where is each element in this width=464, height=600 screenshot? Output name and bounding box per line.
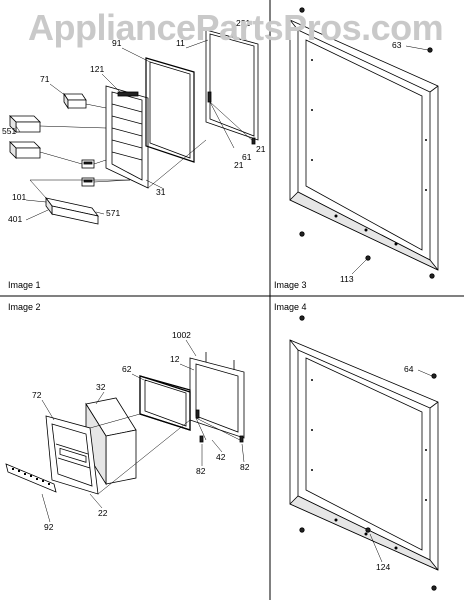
- watermark: AppliancePartsPros.com: [28, 7, 443, 48]
- callout-leaders-2: [41, 339, 245, 523]
- frame-assembly-3: [289, 19, 439, 271]
- callout-label: 92: [44, 522, 54, 532]
- callout-label: 21: [256, 144, 266, 154]
- bin-71: [63, 92, 87, 110]
- door-panel-11: [205, 29, 259, 141]
- callout-label: 31: [156, 187, 166, 197]
- callout-label: 91: [112, 38, 122, 48]
- callout-label: 71: [40, 74, 50, 84]
- liner-box-32: [85, 397, 137, 486]
- screws-64: [299, 315, 437, 591]
- small-clips: [81, 159, 95, 187]
- screws-63: [299, 7, 435, 279]
- liner-panel-121: [105, 85, 149, 189]
- bin-551-lower: [9, 141, 41, 159]
- callout-label: 121: [90, 64, 104, 74]
- screw-21: [251, 137, 256, 145]
- tray-401: [45, 196, 99, 225]
- callout-label: 22: [98, 508, 108, 518]
- callout-leaders-3: [351, 45, 429, 275]
- callout-label: 113: [340, 274, 354, 284]
- callout-label: 231: [236, 18, 250, 28]
- handle-bar-92: [5, 463, 57, 493]
- callout-leaders-4: [369, 369, 433, 563]
- callout-label: 101: [12, 192, 26, 202]
- callout-label: 551: [2, 126, 16, 136]
- assembly-lines-2: [89, 413, 241, 495]
- callout-label: 62: [122, 364, 132, 374]
- panel-title: Image 2: [8, 302, 41, 312]
- callout-label: 61: [242, 152, 252, 162]
- panel-image-4: Image 4 64 124: [274, 302, 439, 591]
- door-liner-72: [45, 415, 99, 495]
- callout-label: 72: [32, 390, 42, 400]
- door-panel-12: [189, 352, 245, 439]
- panel-title: Image 4: [274, 302, 307, 312]
- callout-label: 63: [392, 40, 402, 50]
- callout-label: 64: [404, 364, 414, 374]
- callout-leaders-1: [15, 27, 247, 221]
- callout-label: 82: [240, 462, 250, 472]
- panel-title: Image 1: [8, 280, 41, 290]
- assembly-lines-1: [29, 101, 255, 199]
- bin-551-upper: [9, 115, 41, 133]
- callout-label: 571: [106, 208, 120, 218]
- callout-label: 12: [170, 354, 180, 364]
- callout-label: 21: [234, 160, 244, 170]
- callout-label: 42: [216, 452, 226, 462]
- panel-image-2: Image 2 1002 12 62 72 32 42 82 82 92 22: [5, 302, 250, 532]
- panel-image-1: Image 1 231 91 11 121 71 551 21 61 21 31…: [2, 18, 266, 290]
- gasket-62: [139, 375, 191, 431]
- callout-label: 32: [96, 382, 106, 392]
- panel-image-3: Image 3 63 113: [274, 7, 439, 290]
- frame-assembly-4: [289, 339, 439, 571]
- callout-label: 124: [376, 562, 390, 572]
- callout-label: 11: [176, 38, 185, 48]
- screws-82: [199, 435, 244, 443]
- callout-label: 1002: [172, 330, 191, 340]
- callout-label: 401: [8, 214, 22, 224]
- panel-title: Image 3: [274, 280, 307, 290]
- callout-label: 82: [196, 466, 206, 476]
- gasket-91: [145, 57, 195, 163]
